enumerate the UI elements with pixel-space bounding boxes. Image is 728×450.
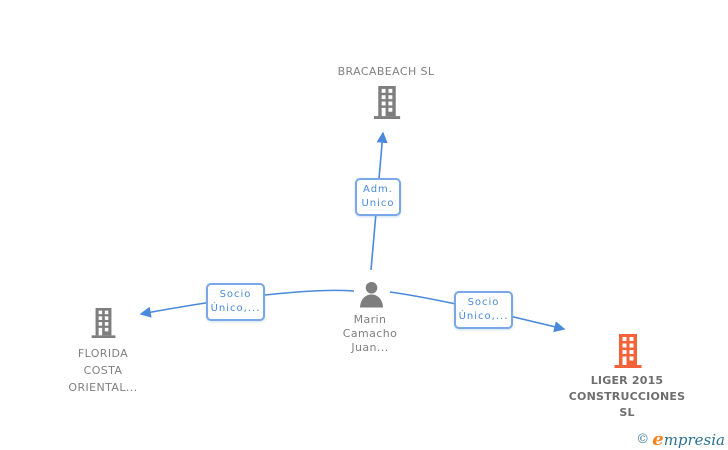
node-left-company[interactable]: FLORIDA COSTA ORIENTAL... xyxy=(43,345,163,396)
relation-box-socio-unico-right[interactable]: Socio Único,... xyxy=(454,291,513,329)
relation-label: Único,... xyxy=(458,311,509,322)
relation-box-adm-unico[interactable]: Adm. Unico xyxy=(355,178,401,216)
logo-letter-e: e xyxy=(652,429,664,450)
node-person[interactable]: Marin Camacho Juan... xyxy=(320,313,420,355)
relation-label: Unico xyxy=(361,198,395,209)
empresia-logo[interactable]: ©empresia xyxy=(636,429,725,450)
company-name: FLORIDA COSTA ORIENTAL... xyxy=(68,347,138,394)
person-icon[interactable] xyxy=(358,281,385,309)
logo-text: mpresia xyxy=(663,431,725,449)
building-icon[interactable] xyxy=(372,86,402,119)
node-top-company[interactable]: BRACABEACH SL xyxy=(286,63,486,80)
company-name: BRACABEACH SL xyxy=(337,65,435,78)
node-right-company[interactable]: LIGER 2015 CONSTRUCCIONES SL xyxy=(552,373,702,421)
relation-box-socio-unico-left[interactable]: Socio Único,... xyxy=(206,283,265,321)
relation-label: Socio xyxy=(467,297,500,308)
copyright-symbol: © xyxy=(636,432,650,447)
building-icon[interactable] xyxy=(613,334,643,368)
relation-label: Socio xyxy=(219,289,252,300)
relation-label: Adm. xyxy=(363,184,393,195)
company-name: LIGER 2015 CONSTRUCCIONES SL xyxy=(568,374,686,419)
relation-label: Único,... xyxy=(210,303,261,314)
building-icon[interactable] xyxy=(90,308,117,338)
person-name: Marin Camacho Juan... xyxy=(342,313,398,354)
